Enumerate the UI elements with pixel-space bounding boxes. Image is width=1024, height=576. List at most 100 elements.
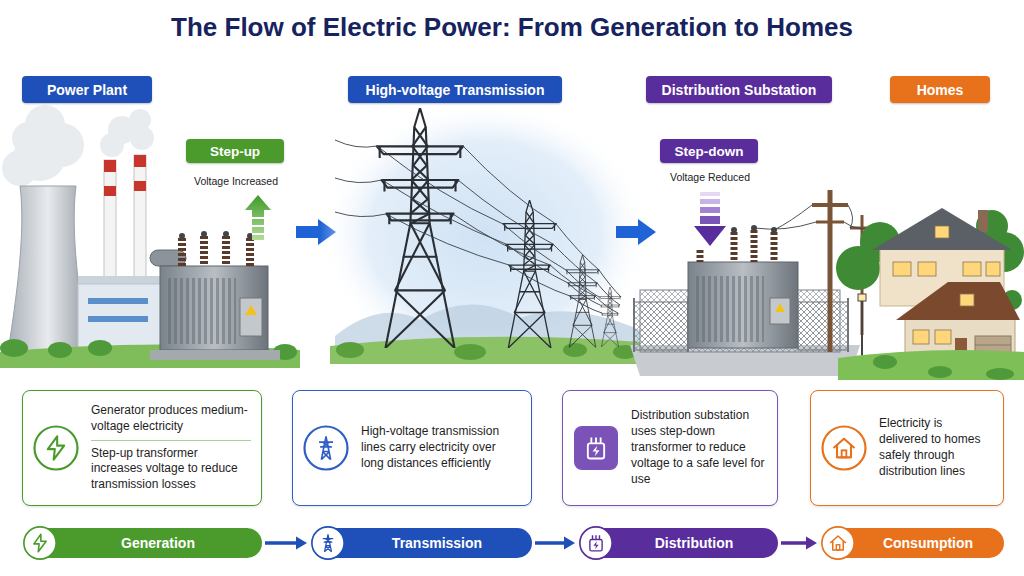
node-text: Step-up transformer increases voltage to… [91, 440, 251, 493]
substation [754, 222, 816, 229]
icon [48, 436, 64, 459]
substation [633, 298, 635, 352]
stage-band: Generation [22, 528, 262, 558]
transmission-scene [330, 337, 640, 364]
icon [310, 525, 346, 561]
node-text: Homes [917, 82, 964, 98]
diagram-title: The Flow of Electric Power: From Generat… [0, 12, 1024, 43]
stage-header: High-voltage Transmission [348, 76, 562, 103]
icon [312, 527, 344, 559]
step-down-arrow [694, 226, 726, 246]
icon [319, 436, 333, 459]
node-text: Power Plant [47, 82, 127, 98]
step-down-arrow [700, 199, 720, 204]
icon [319, 436, 333, 459]
flow-arrow [616, 219, 656, 245]
transmission-scene [320, 100, 650, 370]
transmission-scene [463, 146, 621, 297]
substation [694, 276, 764, 342]
voltage-tag: Step-down [660, 139, 758, 163]
substation [634, 302, 688, 350]
node-text: Generation [22, 535, 262, 551]
substation [812, 203, 848, 207]
connector-line [781, 541, 806, 545]
icon [22, 525, 58, 561]
substation [687, 298, 689, 352]
power-plant [160, 266, 268, 350]
icon [572, 424, 620, 472]
step-up-arrow [252, 217, 264, 219]
info-box: High-voltage transmission lines carry el… [292, 390, 532, 506]
transmission-scene [335, 178, 600, 305]
power-plant [88, 316, 148, 322]
power-plant [48, 342, 72, 358]
power-plant [182, 236, 250, 266]
power-plant [104, 186, 116, 196]
stage-header: Distribution Substation [646, 76, 832, 103]
homes-scene [978, 210, 988, 232]
power-plant [88, 298, 148, 304]
stage-band: Consumption [820, 528, 1004, 558]
power-plant [240, 298, 262, 336]
power-plant [2, 105, 154, 186]
substation [798, 302, 848, 350]
transmission-scene [454, 344, 486, 360]
icon [305, 427, 348, 470]
power-plant [0, 339, 28, 357]
info-box: Distribution substation uses step-down t… [562, 390, 778, 506]
power-plant [246, 238, 254, 266]
arrowhead [296, 537, 307, 550]
icon [830, 536, 846, 550]
substation [774, 205, 812, 230]
homes-scene [935, 330, 951, 344]
power-plant [166, 278, 236, 344]
icon [323, 534, 334, 552]
homes-scene [836, 208, 1024, 380]
homes-scene [913, 330, 929, 344]
connector-line [265, 541, 296, 545]
substation [847, 298, 849, 352]
power-plant [179, 233, 185, 239]
node-text: Distribution substation uses step-down t… [631, 408, 767, 487]
power-plant [201, 231, 207, 237]
icon [32, 424, 80, 472]
node-text: High-voltage Transmission [366, 82, 545, 98]
transmission-scene [335, 212, 602, 313]
power-plant [134, 181, 146, 191]
icon [820, 424, 868, 472]
power-plant [8, 186, 88, 352]
stage-band: Transmission [310, 528, 532, 558]
icon [34, 534, 46, 552]
stage-band: Distribution [578, 528, 778, 558]
power-plant [88, 340, 112, 356]
transmission-scene [336, 342, 637, 360]
info-box: Electricity is delivered to homes safely… [810, 390, 1004, 506]
node-text: Generator produces medium-voltage electr… [91, 403, 251, 435]
step-down-arrow [700, 192, 720, 196]
transmission-scene [566, 255, 599, 348]
icon [34, 534, 46, 552]
voltage-tag: Step-up [186, 139, 284, 163]
flow-connector [535, 537, 575, 550]
substation [731, 227, 737, 233]
homes-scene [928, 366, 952, 378]
step-up-arrow [245, 195, 271, 240]
transmission-scene [503, 200, 556, 348]
substation [770, 298, 790, 324]
substation [816, 221, 844, 224]
power-plant [179, 231, 253, 239]
substation [828, 190, 833, 352]
icon [574, 426, 618, 470]
step-down-arrow [700, 207, 720, 213]
homes-scene [893, 226, 1000, 276]
icon [24, 527, 56, 559]
homes-scene [873, 355, 897, 369]
substation [775, 303, 785, 312]
icon [593, 541, 598, 549]
homes-scene [935, 226, 949, 238]
icon [842, 450, 847, 457]
homes-scene [893, 262, 911, 276]
node-text: Distribution [578, 535, 778, 551]
icon [823, 427, 866, 470]
